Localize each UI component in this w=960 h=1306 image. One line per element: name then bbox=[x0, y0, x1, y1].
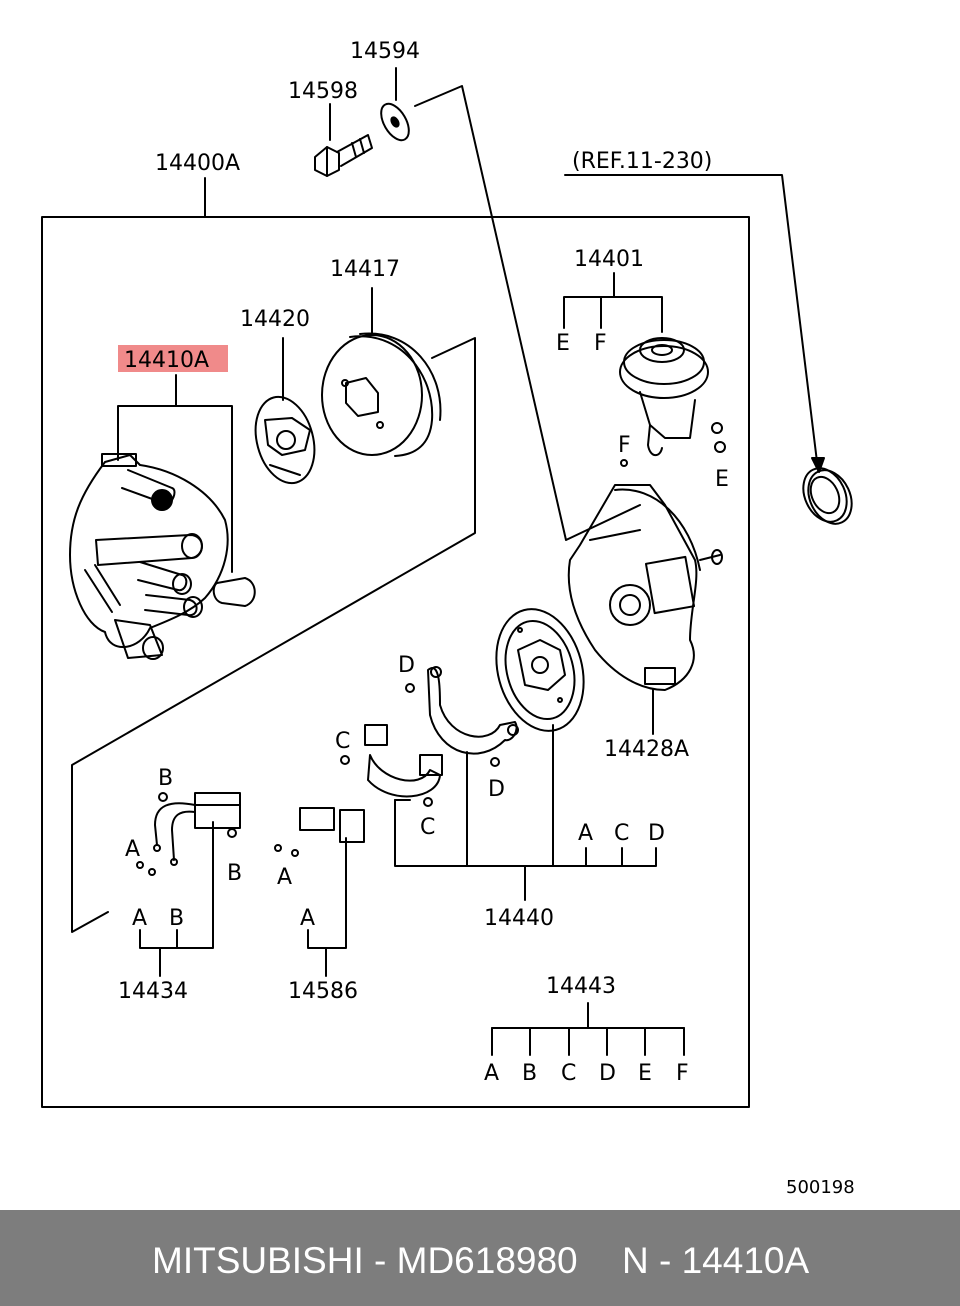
label-14586[interactable]: 14586 bbox=[288, 979, 358, 1004]
housing-drawing bbox=[567, 484, 723, 691]
label-14434[interactable]: 14434 bbox=[118, 979, 188, 1004]
label-14410a[interactable]: 14410A bbox=[124, 348, 209, 373]
label-14417[interactable]: 14417 bbox=[330, 257, 400, 282]
letter-a: A bbox=[277, 865, 292, 890]
letter-b: B bbox=[169, 906, 184, 931]
label-14401[interactable]: 14401 bbox=[574, 247, 644, 272]
bolt-drawing bbox=[314, 134, 373, 177]
label-14400a[interactable]: 14400A bbox=[155, 151, 240, 176]
footer-position-code: N - 14410A bbox=[622, 1240, 810, 1281]
oil-seal-drawing bbox=[802, 467, 853, 525]
letter-d: D bbox=[648, 821, 665, 846]
assembly-frame bbox=[41, 216, 750, 1108]
letter-f: F bbox=[594, 331, 607, 356]
cover-drawing bbox=[321, 332, 442, 457]
washer-drawing bbox=[380, 102, 410, 142]
letter-b: B bbox=[158, 766, 173, 791]
letter-c: C bbox=[561, 1061, 576, 1086]
letter-a: A bbox=[300, 906, 315, 931]
shoe-drawing bbox=[340, 666, 519, 807]
label-14420[interactable]: 14420 bbox=[240, 307, 310, 332]
letter-a: A bbox=[125, 837, 140, 862]
letter-c: C bbox=[614, 821, 629, 846]
letter-e: E bbox=[715, 467, 729, 492]
label-14598[interactable]: 14598 bbox=[288, 79, 358, 104]
igniter-drawing bbox=[136, 792, 241, 876]
letter-d: D bbox=[488, 777, 505, 802]
letter-b: B bbox=[227, 861, 242, 886]
label-14443[interactable]: 14443 bbox=[546, 974, 616, 999]
label-14594[interactable]: 14594 bbox=[350, 39, 420, 64]
letter-e: E bbox=[638, 1061, 652, 1086]
letter-a: A bbox=[132, 906, 147, 931]
label-ref[interactable]: (REF.11-230) bbox=[572, 149, 712, 174]
letter-f: F bbox=[618, 433, 631, 458]
distributor-cap-drawing bbox=[69, 453, 229, 660]
pickup-drawing bbox=[274, 807, 365, 857]
footer-bar: MITSUBISHI - MD618980 N - 14410A bbox=[0, 1210, 960, 1306]
letter-e: E bbox=[556, 331, 570, 356]
letter-f: F bbox=[676, 1061, 689, 1086]
letter-c: C bbox=[420, 815, 435, 840]
diagram-number: 500198 bbox=[786, 1177, 855, 1198]
letter-d: D bbox=[599, 1061, 616, 1086]
letter-c: C bbox=[335, 729, 350, 754]
label-14440[interactable]: 14440 bbox=[484, 906, 554, 931]
vacuum-unit-drawing bbox=[619, 337, 726, 467]
label-14428a[interactable]: 14428A bbox=[604, 737, 689, 762]
letter-d: D bbox=[398, 653, 415, 678]
part-highlight bbox=[118, 345, 228, 372]
rotor-drawing bbox=[254, 395, 316, 485]
carbon-point-drawing bbox=[212, 577, 256, 607]
parts-diagram: 14594 14598 14400A (REF.11-230) 14417 14… bbox=[41, 39, 855, 1198]
letter-a: A bbox=[484, 1061, 499, 1086]
breaker-plate-drawing bbox=[495, 608, 585, 732]
footer-part-number: MITSUBISHI - MD618980 bbox=[152, 1240, 578, 1281]
letter-b: B bbox=[522, 1061, 537, 1086]
letter-a: A bbox=[578, 821, 593, 846]
